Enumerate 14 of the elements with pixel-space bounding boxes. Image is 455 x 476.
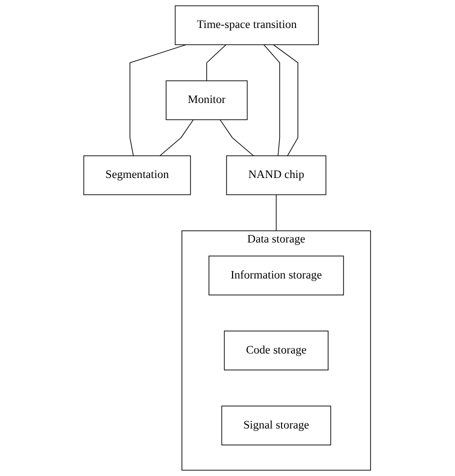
node-box: Information storage — [208, 256, 344, 296]
node-box: NAND chip — [226, 155, 327, 196]
node-box: Time-space transition — [175, 5, 320, 46]
node-box: Segmentation — [84, 155, 192, 196]
connector — [276, 194, 277, 232]
connector — [206, 44, 227, 82]
node-box: Monitor — [166, 80, 248, 120]
connector — [273, 44, 299, 156]
connector — [220, 119, 254, 156]
connector — [264, 44, 280, 156]
connector — [160, 119, 194, 156]
connector — [130, 44, 187, 156]
node-box: Signal storage — [222, 406, 332, 446]
node-box: Code storage — [224, 330, 329, 370]
